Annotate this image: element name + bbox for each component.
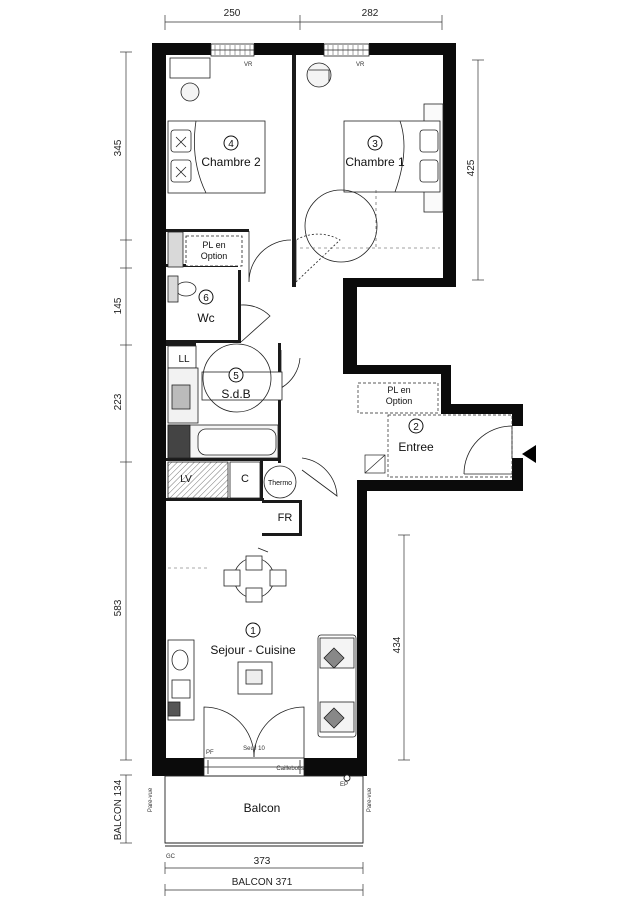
dim-top-left: 250 [224, 8, 241, 19]
dim-right-living: 434 [392, 636, 403, 653]
dim-left-2: 145 [113, 297, 124, 314]
fr-label: FR [278, 512, 293, 524]
room-number-5: 5 [233, 371, 239, 382]
balcony [164, 774, 364, 847]
dim-left-balcony: BALCON 134 [113, 779, 124, 840]
ll-label: LL [178, 354, 190, 365]
room-name-chambre-2: Chambre 2 [201, 155, 261, 169]
pl-option-entry-line1: PL en [387, 385, 410, 395]
thermo-label: Thermo [268, 480, 292, 487]
exterior-walls [152, 43, 523, 776]
pl-option-wc-line1: PL en [202, 240, 225, 250]
dining-set [223, 547, 287, 695]
pl-option-entry-line2: Option [386, 396, 413, 406]
vr-label-left: VR [244, 62, 253, 68]
room-name-sejour-cuisine: Sejour - Cuisine [210, 643, 296, 657]
dim-bottom-2: BALCON 371 [232, 877, 293, 888]
laundry-zone [167, 461, 297, 499]
dim-bottom-1: 373 [254, 856, 271, 867]
dash-line-bedroom1 [300, 190, 440, 249]
room-number-3: 3 [372, 139, 378, 150]
pare-vue-right: Pare-vue [367, 787, 373, 812]
vr-label-right: VR [356, 62, 365, 68]
room-number-1: 1 [250, 626, 256, 637]
c-label: C [241, 473, 249, 485]
pl-option-wc-line2: Option [201, 251, 228, 261]
room-name-entree: Entree [398, 440, 434, 454]
sofa [317, 634, 357, 738]
dim-top-right: 282 [362, 8, 379, 19]
dim-left-4: 583 [113, 599, 124, 616]
entry-area [357, 382, 513, 478]
wc-area [167, 231, 243, 303]
dimension-lines [120, 15, 484, 896]
caillebotis-label: Caillebotis [276, 766, 304, 772]
window-hatch [214, 45, 364, 55]
room-circles [198, 135, 424, 638]
room-number-6: 6 [203, 293, 209, 304]
dim-left-3: 223 [113, 393, 124, 410]
room-name-wc: Wc [197, 311, 214, 325]
entrance-arrow-icon [522, 445, 536, 463]
pf-label: PF [206, 750, 214, 756]
dim-left-1: 345 [113, 139, 124, 156]
bed-chambre-2 [167, 57, 266, 194]
room-number-4: 4 [228, 139, 234, 150]
seuil-label: Seuil 10 [243, 746, 265, 752]
room-number-2: 2 [413, 422, 419, 433]
bed-chambre-1 [304, 62, 441, 263]
ep-label: EP [340, 782, 348, 788]
balcony-label: Balcon [244, 801, 281, 815]
dim-right-bedroom: 425 [466, 159, 477, 176]
room-name-sdb: S.d.B [221, 387, 250, 401]
kitchen-counter [167, 639, 195, 721]
room-name-chambre-1: Chambre 1 [345, 155, 405, 169]
lv-label: LV [180, 474, 192, 485]
gc-label: GC [166, 854, 176, 860]
pare-vue-left: Pare-vue [148, 787, 154, 812]
